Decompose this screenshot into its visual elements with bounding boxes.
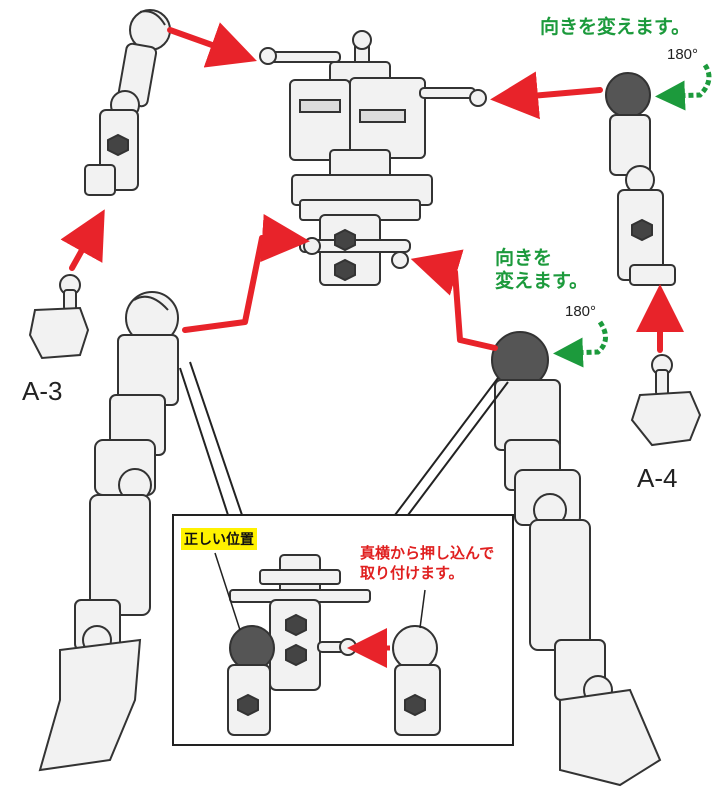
inset-instruction-line1: 真横から押し込んで (360, 544, 495, 562)
arrow-left-hand-to-arm (60, 209, 105, 271)
inset-callout-lines (179, 361, 509, 516)
label-a3: A-3 (22, 376, 63, 406)
inset-correct-position-label: 正しい位置 (181, 528, 257, 550)
torso-part (259, 30, 487, 286)
right-hand-part (630, 354, 702, 447)
inset-torso-part (229, 554, 371, 691)
rotate-note-leg-line2: 変えます。 (495, 270, 589, 292)
inset-instruction-leader (419, 589, 426, 629)
rotate-degree-arm: 180° (667, 46, 699, 63)
arrow-left-leg-to-torso (182, 214, 310, 333)
inset-left-leg-part (227, 625, 275, 736)
rotate-arrow-leg (553, 320, 608, 368)
rotate-note-arm: 向きを変えます。 (540, 16, 691, 38)
arrow-right-arm-to-torso (490, 71, 603, 120)
left-arm-part (84, 9, 171, 196)
arrow-left-arm-to-torso (167, 22, 257, 68)
rotate-note-leg-line1: 向きを (495, 247, 553, 269)
rotate-arrow-arm (655, 63, 712, 111)
left-leg-part (38, 291, 179, 772)
left-hand-part (28, 274, 90, 360)
inset-instruction-line2: 取り付けます。 (360, 564, 464, 582)
label-a4: A-4 (637, 463, 678, 493)
right-leg-part (491, 331, 662, 787)
rotate-degree-leg: 180° (565, 303, 597, 320)
inset-correct-leader (214, 552, 241, 631)
right-arm-part (605, 72, 676, 286)
assembly-arrows (60, 22, 684, 353)
rotation-arrows (553, 63, 712, 368)
arrow-right-leg-to-torso (410, 249, 498, 351)
inset-right-leg-part (392, 625, 441, 736)
